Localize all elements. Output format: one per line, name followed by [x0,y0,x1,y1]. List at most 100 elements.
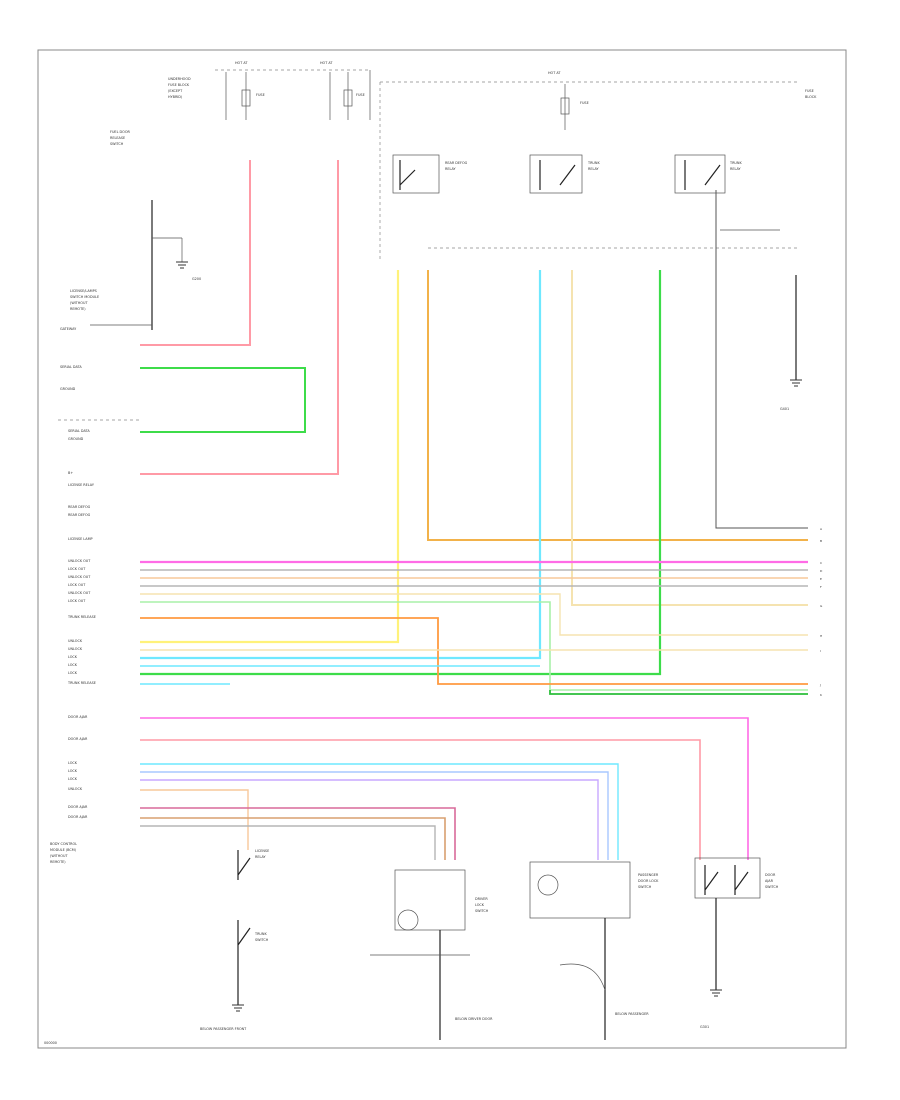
svg-text:REAR DEFOG: REAR DEFOG [445,161,468,165]
wire-pink-lower [140,739,701,860]
svg-text:RELEASE: RELEASE [110,136,125,140]
svg-text:FUSE BLOCK: FUSE BLOCK [168,83,190,87]
svg-text:RELAY: RELAY [588,167,600,171]
wire-orange-tan [427,270,808,541]
left-switch: FUEL DOOR RELEASE SWITCH G200 LICENSE/LA… [70,130,201,330]
svg-text:HOT AT: HOT AT [548,71,561,75]
wire-yellow [140,270,400,644]
svg-text:REMOTE): REMOTE) [50,860,66,864]
wire-tan-2 [140,593,808,636]
svg-text:BODY CONTROL: BODY CONTROL [50,842,77,846]
relay-2: TRUNK RELAY [529,154,600,194]
wire-lightblue-2 [140,771,609,860]
wire-darkpink [140,807,456,860]
relay-1: REAR DEFOG RELAY [392,154,468,194]
svg-text:BELOW PASSENGER: BELOW PASSENGER [615,1012,649,1016]
svg-text:FUSE: FUSE [256,93,265,97]
svg-text:LOCK: LOCK [68,663,78,667]
svg-text:FUSE: FUSE [805,89,814,93]
svg-text:LOCK OUT: LOCK OUT [68,599,86,603]
svg-text:BLOCK: BLOCK [805,95,817,99]
wire-pink-bplus [140,160,339,475]
svg-text:DOOR AJAR: DOOR AJAR [68,737,88,741]
wire-tan [571,270,808,606]
right-edge-connectors: A B C D E F G H I J K [819,527,823,697]
upper-right-fuse-block: HOT AT FUSE FUSE BLOCK [379,71,817,260]
svg-text:A: A [820,527,823,531]
svg-text:TRUNK RELEASE: TRUNK RELEASE [67,681,96,685]
svg-text:LOCK OUT: LOCK OUT [68,583,86,587]
svg-text:G: G [820,604,823,608]
svg-text:UNLOCK: UNLOCK [68,647,83,651]
svg-text:HOT AT: HOT AT [320,61,333,65]
wire-black-right [715,190,808,529]
svg-text:LOCK: LOCK [68,671,78,675]
svg-text:AJAR: AJAR [765,879,774,883]
svg-text:SERIAL DATA: SERIAL DATA [68,429,90,433]
svg-text:LOCK: LOCK [68,769,78,773]
lower-left-switch: LICENSE RELAY TRUNK SWITCH BELOW PASSENG… [200,849,269,1031]
svg-text:BELOW PASSENGER FRONT: BELOW PASSENGER FRONT [200,1027,247,1031]
lower-right-door-switches: DOOR AJAR SWITCH G301 [694,857,779,1029]
svg-text:B: B [820,539,822,543]
svg-text:UNDERHOOD: UNDERHOOD [168,77,191,81]
lower-mid-actuator: DRIVER LOCK SWITCH BELOW DRIVER DOOR [370,869,493,1040]
svg-text:B+: B+ [68,471,73,475]
svg-text:H: H [820,634,822,638]
svg-text:SWITCH: SWITCH [475,909,489,913]
svg-text:FUSE: FUSE [580,101,589,105]
svg-text:C: C [820,561,822,565]
module-pin-labels: SERIAL DATA GROUND B+ LICENSE RELAY REAR… [50,429,96,864]
svg-text:TRUNK: TRUNK [254,932,267,936]
svg-text:DOOR AJAR: DOOR AJAR [68,715,88,719]
svg-text:UNLOCK: UNLOCK [68,787,83,791]
svg-text:SERIAL DATA: SERIAL DATA [60,365,82,369]
svg-text:G401: G401 [780,407,789,411]
svg-text:REMOTE): REMOTE) [70,307,86,311]
wire-green-upper [140,367,306,433]
wire-gray-lower [140,825,436,860]
svg-text:UNLOCK OUT: UNLOCK OUT [68,575,91,579]
lower-right-actuator: PASSENGER DOOR LOCK SWITCH BELOW PASSENG… [529,861,659,1040]
wire-cyan [140,270,542,660]
upper-left-fuse-block: HOT AT HOT AT UNDERHOOD FUSE BLOCK (EXCE… [168,61,371,120]
svg-text:LICENSE/LAMPS: LICENSE/LAMPS [70,289,97,293]
svg-text:BELOW DRIVER DOOR: BELOW DRIVER DOOR [455,1017,493,1021]
relay-3: TRUNK RELAY [674,154,742,194]
svg-text:SWITCH: SWITCH [110,142,124,146]
diagram-footer-code: 000000 [44,1041,57,1045]
svg-text:(EXCEPT: (EXCEPT [168,89,183,93]
diagram-frame [37,49,847,1049]
svg-text:F: F [820,585,822,589]
svg-text:DOOR AJAR: DOOR AJAR [68,815,88,819]
wire-lightblue-1 [140,763,619,860]
svg-text:GROUND: GROUND [68,437,84,441]
svg-text:RELAY: RELAY [255,855,267,859]
svg-text:UNLOCK: UNLOCK [68,639,83,643]
svg-text:SWITCH: SWITCH [765,885,779,889]
svg-text:UNLOCK OUT: UNLOCK OUT [68,559,91,563]
svg-text:LOCK: LOCK [68,761,78,765]
svg-text:SWITCH: SWITCH [638,885,652,889]
svg-text:J: J [819,683,821,687]
wire-dark-green [549,690,808,695]
svg-text:HYBRID): HYBRID) [168,95,183,99]
svg-text:I: I [820,649,821,653]
svg-text:LICENSE: LICENSE [255,849,269,853]
svg-text:DOOR: DOOR [765,873,776,877]
svg-text:RELAY: RELAY [445,167,457,171]
svg-text:LOCK OUT: LOCK OUT [68,567,86,571]
svg-text:(WITHOUT: (WITHOUT [70,301,88,305]
svg-text:UNLOCK OUT: UNLOCK OUT [68,591,91,595]
svg-text:TRUNK: TRUNK [729,161,742,165]
svg-text:TRUNK: TRUNK [587,161,600,165]
wire-orange [140,617,808,685]
svg-text:E: E [820,577,822,581]
wire-light-green [140,601,808,691]
svg-text:K: K [820,693,823,697]
svg-text:SWITCH: SWITCH [255,938,269,942]
svg-text:REAR DEFOG: REAR DEFOG [68,513,91,517]
svg-text:SWITCH MODULE: SWITCH MODULE [70,295,99,299]
wire-lavender [140,779,599,860]
